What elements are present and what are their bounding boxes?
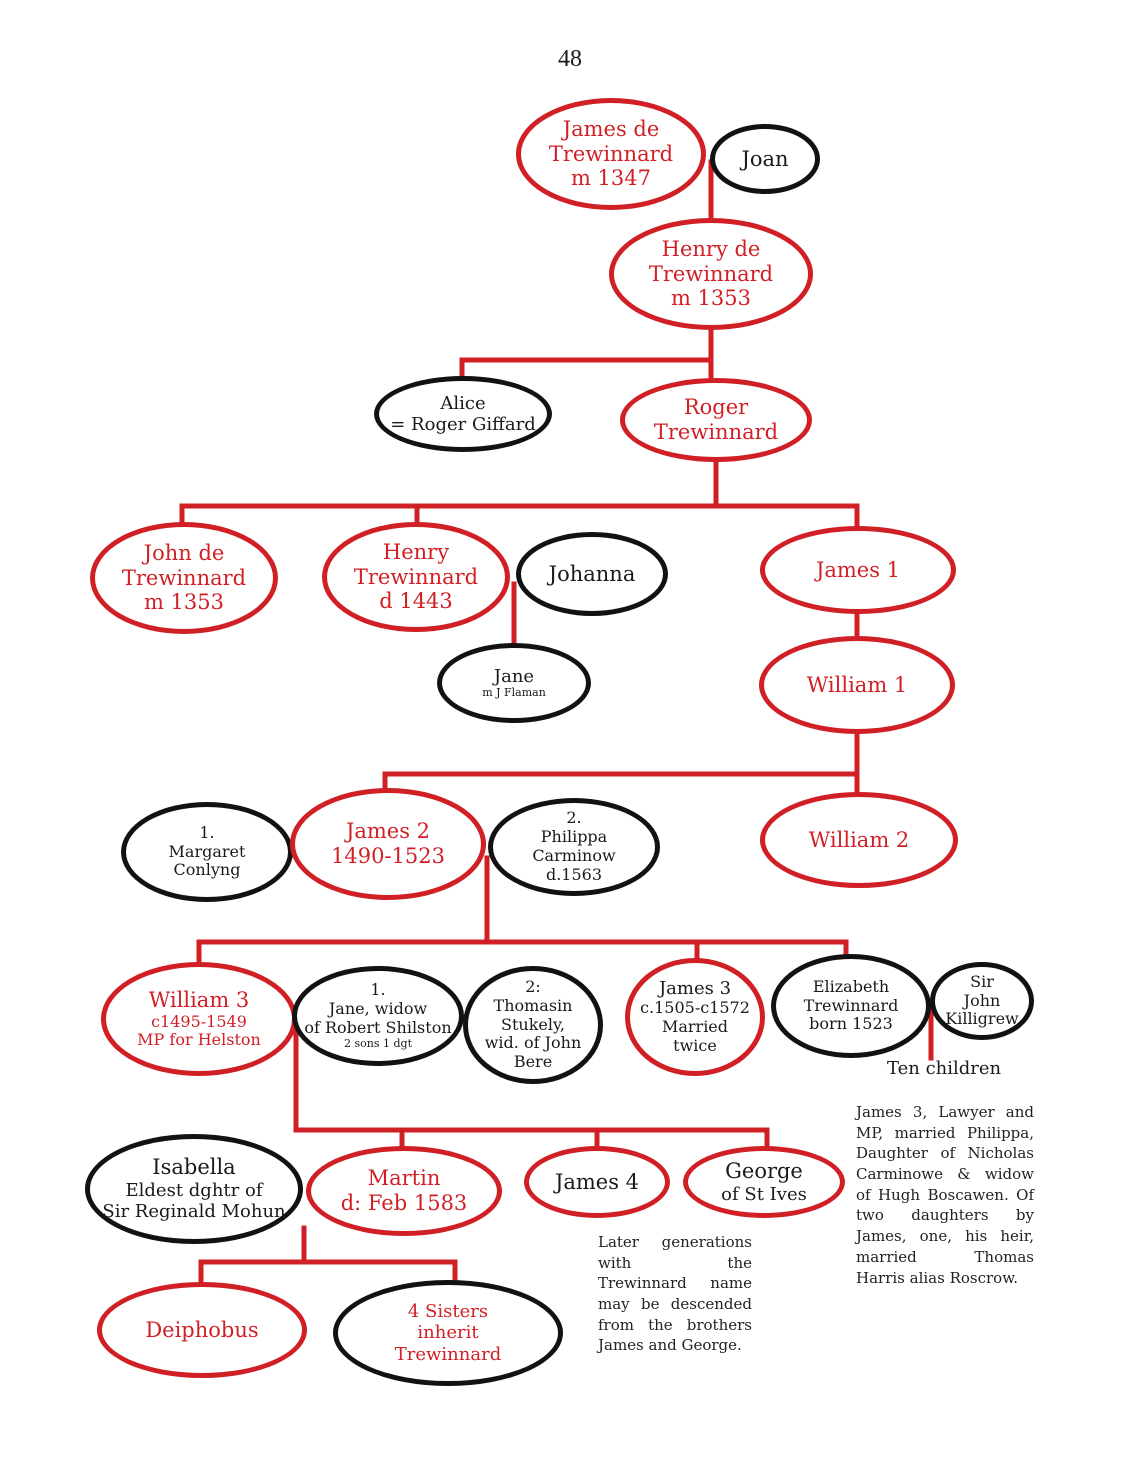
node-james-2: James 2 1490-1523 xyxy=(290,788,486,900)
node-john-de-trewinnard: John de Trewinnard m 1353 xyxy=(90,522,278,634)
node-philippa-carminow: 2. Philippa Carminow d.1563 xyxy=(488,798,660,896)
node-william-3: William 3 c1495-1549 MP for Helston xyxy=(101,962,297,1076)
node-deiphobus: Deiphobus xyxy=(97,1282,307,1378)
node-jane-shilston: 1. Jane, widow of Robert Shilston 2 sons… xyxy=(292,966,464,1066)
node-margaret-conlyng: 1. Margaret Conlyng xyxy=(121,802,293,902)
node-john-killigrew: Sir John Killigrew xyxy=(930,962,1034,1040)
node-henry-trewinnard: Henry Trewinnard d 1443 xyxy=(322,522,510,632)
node-four-sisters: 4 Sisters inherit Trewinnard xyxy=(333,1280,563,1386)
node-george-st-ives: George of St Ives xyxy=(683,1146,845,1218)
node-isabella-mohun: Isabella Eldest dghtr of Sir Reginald Mo… xyxy=(85,1134,303,1244)
node-james-4: James 4 xyxy=(524,1146,670,1218)
node-james-1: James 1 xyxy=(760,526,956,614)
node-james-de-trewinnard: James de Trewinnard m 1347 xyxy=(516,98,706,210)
node-roger-trewinnard: Roger Trewinnard xyxy=(620,378,812,462)
node-henry-de-trewinnard: Henry de Trewinnard m 1353 xyxy=(609,218,813,330)
node-johanna: Johanna xyxy=(516,532,668,616)
node-alice: Alice = Roger Giffard xyxy=(374,376,552,452)
node-thomasin-stukely: 2: Thomasin Stukely, wid. of John Bere xyxy=(463,966,603,1084)
note-james-3: James 3, Lawyer and MP, married Philippa… xyxy=(856,1103,1034,1287)
ten-children-label: Ten children xyxy=(887,1058,1002,1079)
node-william-2: William 2 xyxy=(760,792,958,888)
page-number: 48 xyxy=(558,46,582,72)
node-jane-flaman: Jane m J Flaman xyxy=(437,643,591,723)
node-james-3: James 3 c.1505-c1572 Married twice xyxy=(625,958,765,1076)
node-martin: Martin d: Feb 1583 xyxy=(306,1146,502,1236)
node-elizabeth-trewinnard: Elizabeth Trewinnard born 1523 xyxy=(771,954,931,1058)
node-william-1: William 1 xyxy=(759,636,955,734)
note-later-generations: Later generations with the Trewinnard na… xyxy=(598,1233,752,1355)
node-joan: Joan xyxy=(710,124,820,194)
